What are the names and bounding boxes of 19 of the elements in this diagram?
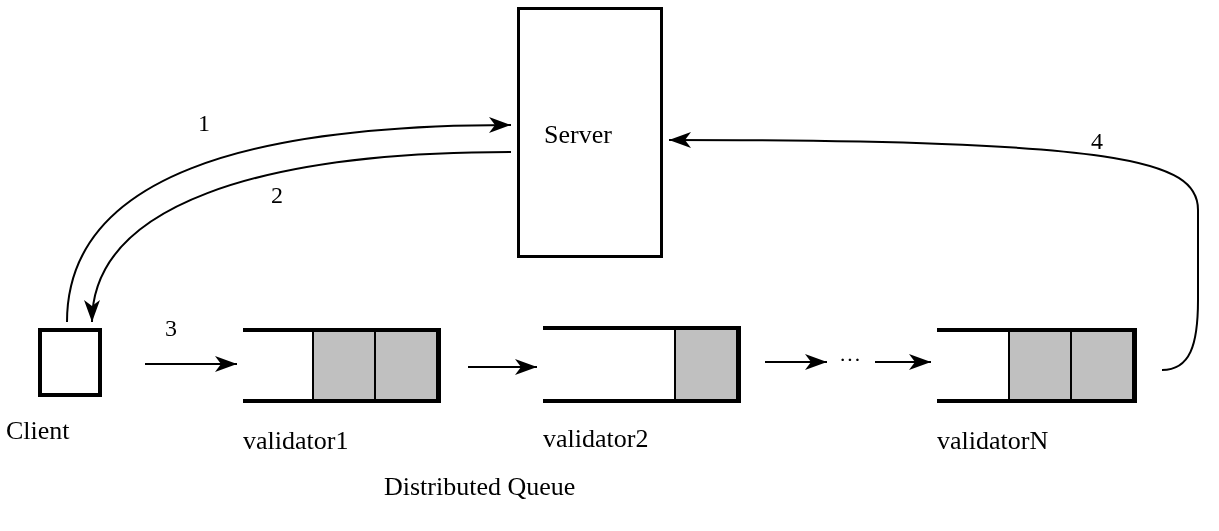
server-box — [517, 7, 663, 258]
arrow — [467, 359, 538, 375]
node-label: validatorN — [937, 428, 1049, 454]
arrow — [144, 356, 238, 372]
node-label: Server — [544, 122, 612, 148]
edge-label: 2 — [271, 183, 283, 207]
edge-label: 3 — [165, 316, 177, 340]
arrow — [86, 151, 512, 323]
ellipsis-text: ··· — [833, 346, 867, 374]
node-label: Client — [6, 418, 70, 444]
arrow — [668, 132, 1199, 371]
node-label: validator2 — [543, 426, 649, 452]
arrow — [874, 354, 932, 370]
arrow — [764, 354, 828, 370]
edge-label: 4 — [1091, 129, 1103, 153]
node-label: validator1 — [243, 428, 349, 454]
arrow — [66, 117, 512, 323]
caption-text: Distributed Queue — [384, 474, 576, 500]
edge-label: 1 — [198, 111, 210, 135]
